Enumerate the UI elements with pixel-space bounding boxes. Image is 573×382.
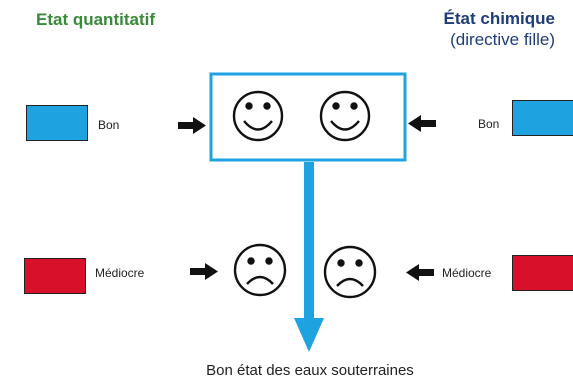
quantitative-status-title: Etat quantitatif (36, 10, 155, 29)
arrow-icon (294, 162, 324, 352)
poor-label-left: Médiocre (95, 266, 145, 280)
good-swatch-left (26, 105, 88, 141)
good-swatch-right (512, 100, 573, 136)
good-label-right: Bon (478, 117, 500, 131)
chemical-status-heading: État chimique (443, 9, 555, 28)
poor-swatch-right (512, 255, 573, 291)
good-state-box (209, 72, 407, 162)
result-caption: Bon état des eaux souterraines (206, 362, 414, 379)
poor-swatch-left (24, 258, 86, 294)
good-label-left: Bon (98, 118, 120, 132)
smiley-face-icon (319, 90, 371, 142)
arrow-icon (406, 264, 434, 281)
poor-label-right: Médiocre (442, 266, 492, 280)
chemical-status-subheading: (directive fille) (450, 30, 555, 49)
arrow-icon (178, 117, 206, 134)
chemical-status-title: État chimique (directive fille) (444, 8, 555, 50)
arrow-icon (190, 263, 218, 280)
smiley-face-icon (232, 90, 284, 142)
arrow-icon (408, 115, 436, 132)
sad-face-icon (323, 245, 377, 299)
sad-face-icon (233, 243, 287, 297)
